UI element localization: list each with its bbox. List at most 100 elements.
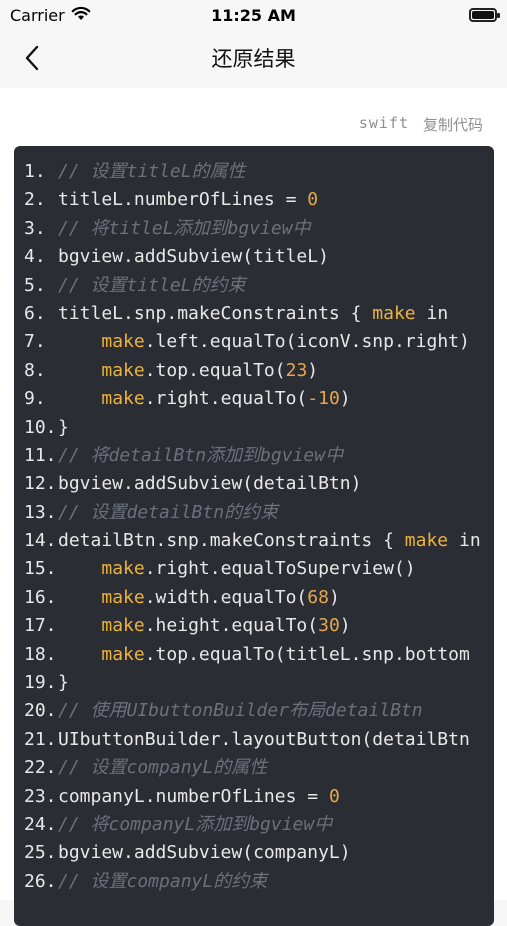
line-number: 25.: [24, 842, 57, 864]
code-token-keyword: make: [101, 586, 145, 608]
code-text: make.left.equalTo(iconV.snp.right): [58, 331, 470, 353]
line-number: 21.: [24, 728, 57, 750]
code-line: 25.bgview.addSubview(companyL): [14, 839, 494, 867]
line-number: 11.: [24, 444, 57, 466]
code-text: bgview.addSubview(titleL): [58, 246, 329, 267]
line-number: 26.: [24, 870, 57, 892]
code-token-plain: .height.equalTo(: [144, 615, 319, 637]
code-line: 16. make.width.equalTo(68): [14, 584, 494, 612]
code-line: 22.// 设置companyL的属性: [14, 754, 494, 782]
line-number: 14.: [24, 530, 57, 552]
line-number: 18.: [24, 643, 57, 665]
code-token-number: 0: [307, 189, 319, 211]
code-text: titleL.numberOfLines = 0: [58, 189, 318, 210]
code-line: 12.bgview.addSubview(detailBtn): [14, 470, 494, 498]
code-token-plain: [58, 558, 101, 579]
line-number: 19.: [24, 672, 57, 694]
code-token-number: 0: [328, 785, 340, 807]
code-token-plain: [58, 587, 101, 608]
code-text: // 将titleL添加到bgview中: [58, 218, 311, 239]
code-token-plain: .top.equalTo(: [144, 359, 286, 381]
code-token-plain: titleL.snp.makeConstraints {: [58, 302, 373, 324]
line-number: 23.: [24, 785, 57, 807]
code-token-plain: UIbuttonBuilder.layoutButton(detailBtn: [58, 728, 470, 750]
code-line: 1.// 设置titleL的属性: [14, 158, 494, 186]
code-header: swift 复制代码: [359, 114, 483, 135]
code-token-keyword: make: [404, 530, 449, 552]
code-token-comment: // 将detailBtn添加到bgview中: [58, 444, 344, 466]
code-line: 13.// 设置detailBtn的约束: [14, 499, 494, 527]
wifi-icon: [71, 6, 91, 25]
line-number: 10.: [24, 416, 57, 438]
code-token-plain: [58, 615, 101, 636]
code-token-keyword: make: [101, 558, 145, 580]
code-text: // 将companyL添加到bgview中: [58, 814, 332, 835]
code-line: 4. bgview.addSubview(titleL): [14, 243, 494, 271]
line-number: 9.: [24, 388, 46, 410]
line-number: 8.: [24, 359, 46, 381]
status-left: Carrier: [10, 6, 91, 25]
code-token-plain: .width.equalTo(: [144, 586, 308, 608]
code-token-comment: // 设置titleL的属性: [58, 161, 246, 182]
code-line: 23.companyL.numberOfLines = 0: [14, 783, 494, 811]
code-text: // 设置titleL的约束: [58, 275, 246, 296]
battery-icon: [469, 8, 500, 22]
code-text: // 将detailBtn添加到bgview中: [58, 445, 343, 466]
code-token-plain: .left.equalTo(iconV.snp.right): [144, 331, 470, 353]
code-line: 2.titleL.numberOfLines = 0: [14, 186, 494, 214]
code-line: 14.detailBtn.snp.makeConstraints { make …: [14, 527, 494, 555]
code-line: 6.titleL.snp.makeConstraints { make in: [14, 300, 494, 328]
code-line: 7. make.left.equalTo(iconV.snp.right): [14, 328, 494, 356]
code-text: // 设置companyL的属性: [58, 757, 267, 778]
code-text: // 设置companyL的约束: [58, 871, 267, 892]
line-number: 7.: [24, 331, 46, 353]
code-line: 19.}: [14, 669, 494, 697]
code-token-plain: ): [328, 586, 340, 608]
code-line: 5.// 设置titleL的约束: [14, 272, 494, 300]
page-title: 还原结果: [211, 47, 296, 71]
code-text: make.width.equalTo(68): [58, 586, 340, 608]
code-token-plain: [58, 644, 101, 665]
code-token-keyword: make: [101, 615, 145, 637]
code-token-number: 30: [318, 615, 340, 637]
code-token-plain: detailBtn.snp.makeConstraints {: [58, 530, 405, 552]
copy-code-button[interactable]: 复制代码: [422, 116, 483, 134]
code-token-comment: // 设置detailBtn的约束: [58, 501, 279, 523]
code-text: bgview.addSubview(detailBtn): [58, 473, 361, 494]
code-text: make.height.equalTo(30): [58, 615, 350, 637]
code-text: companyL.numberOfLines = 0: [58, 786, 340, 807]
code-token-comment: // 将titleL添加到bgview中: [58, 217, 311, 239]
code-token-comment: // 设置titleL的约束: [58, 274, 246, 296]
code-token-comment: // 使用UIbuttonBuilder布局detailBtn: [58, 700, 423, 722]
code-line: 20.// 使用UIbuttonBuilder布局detailBtn: [14, 697, 494, 725]
code-token-comment: // 设置companyL的属性: [58, 757, 268, 779]
line-number: 4.: [24, 246, 46, 268]
line-number: 3.: [24, 217, 46, 239]
code-token-plain: in: [448, 530, 481, 552]
code-text: make.right.equalTo(-10): [58, 388, 350, 410]
line-number: 24.: [24, 813, 57, 835]
code-line: 8. make.top.equalTo(23): [14, 357, 494, 385]
code-text: detailBtn.snp.makeConstraints { make in: [58, 530, 481, 551]
code-text: titleL.snp.makeConstraints { make in: [58, 303, 448, 324]
code-line: 3. // 将titleL添加到bgview中: [14, 215, 494, 243]
code-token-keyword: make: [101, 388, 145, 410]
nav-bar: 还原结果: [0, 30, 507, 86]
code-line: 9. make.right.equalTo(-10): [14, 385, 494, 413]
code-text: bgview.addSubview(companyL): [58, 842, 351, 863]
chevron-left-icon: [25, 45, 39, 71]
code-text: make.top.equalTo(23): [58, 360, 318, 381]
code-token-plain: [58, 388, 101, 409]
back-button[interactable]: [14, 40, 50, 76]
code-token-plain: bgview.addSubview(detailBtn): [58, 473, 362, 495]
code-text: UIbuttonBuilder.layoutButton(detailBtn: [58, 729, 470, 750]
code-line: 15. make.right.equalToSuperview(): [14, 555, 494, 583]
line-number: 12.: [24, 473, 57, 495]
code-text: make.right.equalToSuperview(): [58, 558, 415, 580]
code-language-label: swift: [358, 114, 409, 132]
code-line: 24.// 将companyL添加到bgview中: [14, 811, 494, 839]
code-token-plain: titleL.numberOfLines =: [58, 189, 308, 211]
code-token-keyword: make: [101, 331, 145, 353]
